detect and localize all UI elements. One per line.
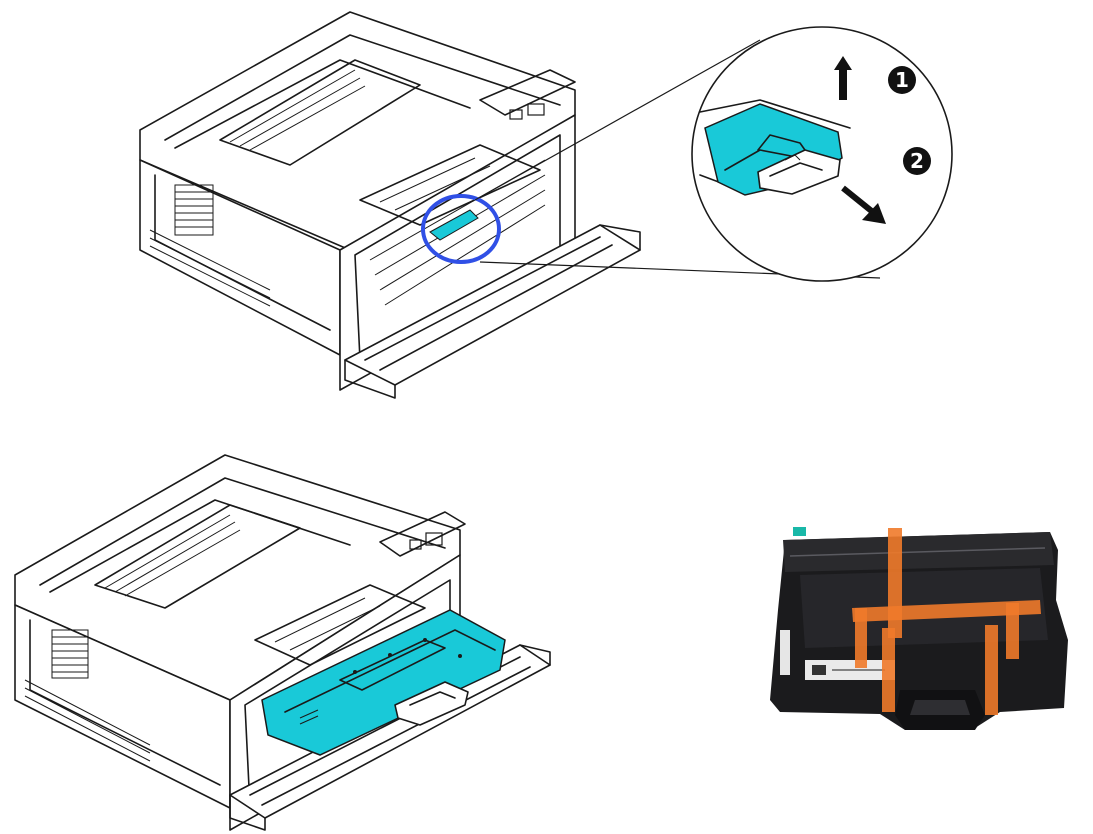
cartridge-tab	[793, 527, 806, 536]
step-2-badge	[903, 147, 931, 175]
lever-highlight	[429, 209, 479, 241]
tape-2	[852, 600, 1041, 622]
highlight-ring	[421, 194, 501, 264]
step-2: 2	[841, 147, 931, 224]
tape-3	[855, 608, 867, 668]
zoom-callout	[691, 26, 953, 282]
arrow-up-icon	[834, 56, 852, 100]
drum-cartridge-inserted	[261, 609, 506, 756]
tape-5	[985, 625, 998, 715]
step-2-number: 2	[910, 149, 924, 173]
cartridge-photo	[770, 527, 1068, 730]
step-1: 1	[834, 56, 916, 100]
tape-1	[888, 528, 902, 638]
step-1-badge	[888, 66, 916, 94]
tape-4	[882, 628, 895, 712]
callout-leader-top	[474, 39, 761, 201]
tape-6	[1006, 603, 1019, 659]
step-1-number: 1	[895, 68, 909, 92]
arrow-down-right-icon	[841, 185, 886, 224]
printer-top-illustration	[139, 11, 641, 399]
